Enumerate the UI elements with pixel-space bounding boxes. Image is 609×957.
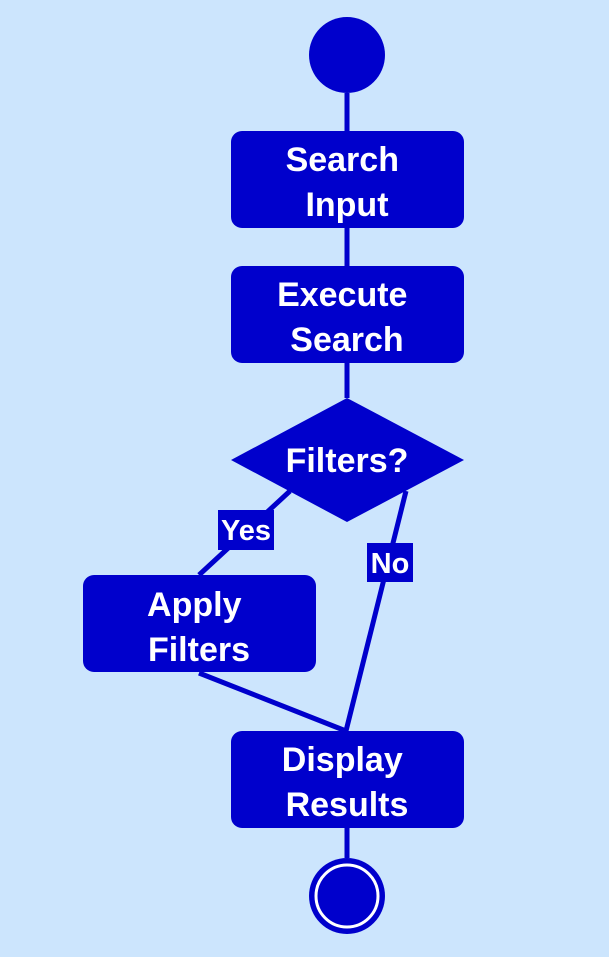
action-node-apply-filters: Apply Filters	[83, 575, 316, 672]
edge-label-no: No	[367, 543, 413, 582]
action-node-display-results: Display Results	[231, 731, 464, 828]
apply-filters-line-1: Apply	[147, 586, 242, 624]
svg-text:Execute Search: Execute Search	[277, 276, 417, 359]
initial-node	[309, 17, 385, 93]
edges	[197, 93, 409, 858]
svg-text:Display Results: Display Results	[282, 741, 412, 824]
search-input-line-1: Search	[286, 141, 399, 179]
filters-decision-label: Filters?	[286, 442, 409, 480]
svg-text:Search Input: Search Input	[286, 141, 409, 224]
edge-label-no-text: No	[371, 548, 410, 580]
decision-node-filters: Filters?	[231, 398, 464, 522]
action-node-execute-search: Execute Search	[231, 266, 464, 363]
display-results-line-1: Display	[282, 741, 403, 779]
search-input-line-2: Input	[305, 186, 388, 224]
execute-search-line-1: Execute	[277, 276, 407, 314]
execute-search-line-2: Search	[290, 321, 403, 359]
edge-label-yes-text: Yes	[221, 515, 271, 547]
edge-apply-filters-to-display-results	[198, 670, 347, 734]
svg-text:Apply Filters: Apply Filters	[147, 586, 251, 669]
edge-label-yes: Yes	[218, 510, 274, 550]
edge-filters-no-to-display-results	[343, 490, 409, 732]
apply-filters-line-2: Filters	[148, 631, 250, 669]
final-node	[309, 858, 385, 934]
action-node-search-input: Search Input	[231, 131, 464, 228]
display-results-line-2: Results	[286, 786, 409, 824]
